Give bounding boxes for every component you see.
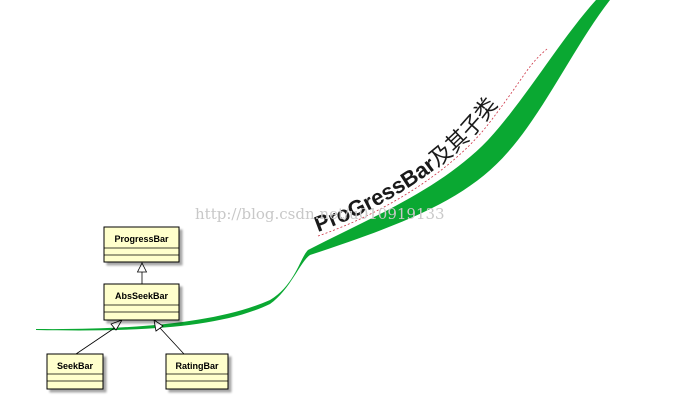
seekbar-to-absseekbar-line	[75, 326, 117, 355]
class-absseekbar-name: AbsSeekBar	[115, 291, 169, 301]
class-absseekbar	[103, 283, 180, 321]
inheritance-lines	[75, 262, 185, 355]
growth-curve	[36, 0, 610, 331]
class-ratingbar-name: RatingBar	[175, 361, 219, 371]
class-ratingbar	[165, 353, 229, 390]
class-progressbar	[103, 226, 180, 263]
seekbar-generalization-arrow	[110, 319, 123, 331]
progressbar-generalization-arrow	[136, 262, 148, 273]
title-underline	[317, 48, 548, 237]
watermark: http://blog.csdn.net/u010919133	[195, 205, 445, 223]
ratingbar-generalization-arrow	[153, 319, 164, 332]
class-seekbar	[46, 353, 104, 390]
ratingbar-to-absseekbar-line	[159, 327, 185, 355]
class-seekbar-name: SeekBar	[57, 361, 94, 371]
class-progressbar-name: ProgressBar	[114, 234, 169, 244]
